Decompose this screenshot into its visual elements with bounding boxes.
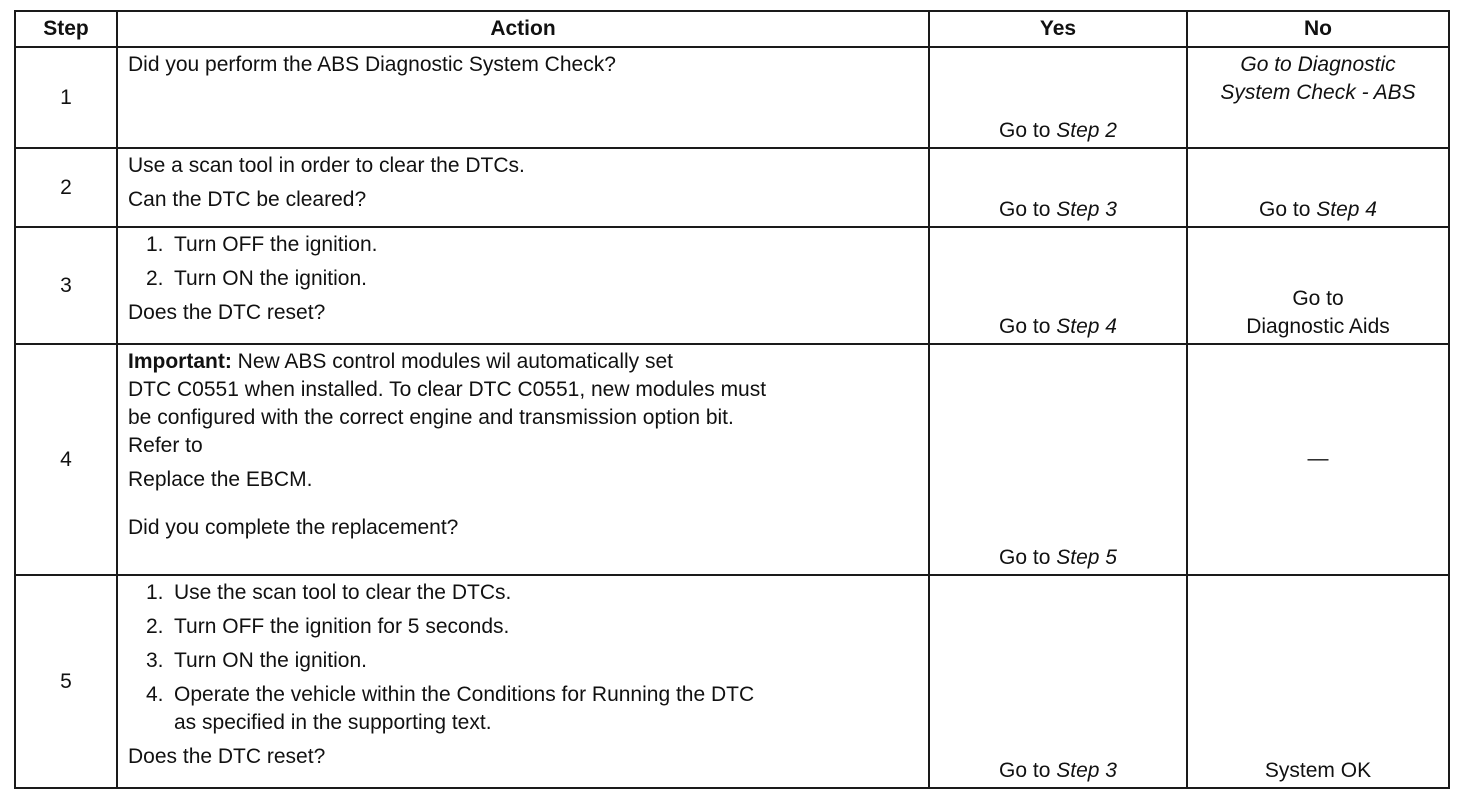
yes-step-link[interactable]: Step 3 (1056, 759, 1117, 782)
yes-step-link[interactable]: Step 4 (1056, 315, 1117, 338)
no-step-link[interactable]: Step 4 (1316, 198, 1377, 221)
table-row: 2 Use a scan tool in order to clear the … (14, 147, 1450, 228)
no-link-line-2[interactable]: System Check - ABS (1220, 81, 1416, 104)
action-list-item-continued: as specified in the supporting text. (174, 711, 492, 734)
no-link-line-1[interactable]: Go to (1292, 287, 1344, 310)
action-list-item: 2.Turn ON the ignition. (146, 267, 367, 290)
step-number: 2 (14, 147, 118, 228)
yes-prefix: Go to (999, 759, 1057, 782)
action-list-item: 1.Turn OFF the ignition. (146, 233, 378, 256)
action-cell: 1.Turn OFF the ignition. 2.Turn ON the i… (116, 226, 930, 345)
important-note: Important: New ABS control modules wil a… (128, 350, 674, 373)
table-row: 1 Did you perform the ABS Diagnostic Sys… (14, 46, 1450, 149)
no-cell: Go to Diagnostic System Check - ABS (1186, 46, 1450, 149)
important-note-line: DTC C0551 when installed. To clear DTC C… (128, 378, 767, 401)
important-label: Important: (128, 350, 232, 373)
no-link-line-2[interactable]: Diagnostic Aids (1246, 315, 1390, 338)
header-action: Action (116, 10, 930, 48)
refer-to-text: Refer to (128, 434, 203, 457)
action-text: Did you perform the ABS Diagnostic Syste… (128, 53, 616, 76)
action-list-item: 4.Operate the vehicle within the Conditi… (146, 683, 755, 706)
no-link-line-1[interactable]: Go to Diagnostic (1240, 53, 1396, 76)
action-question: Does the DTC reset? (128, 301, 326, 324)
action-list-item: 1.Use the scan tool to clear the DTCs. (146, 581, 512, 604)
no-cell: System OK (1186, 574, 1450, 789)
no-result-text: System OK (1264, 759, 1372, 782)
no-cell: Go to Diagnostic Aids (1186, 226, 1450, 345)
step-number: 5 (14, 574, 118, 789)
yes-cell: Go to Step 3 (928, 147, 1188, 228)
diagnostic-table: Step Action Yes No 1 Did you perform the… (14, 10, 1450, 789)
step-number: 4 (14, 343, 118, 576)
action-cell: Important: New ABS control modules wil a… (116, 343, 930, 576)
header-step: Step (14, 10, 118, 48)
important-note-line: be configured with the correct engine an… (128, 406, 734, 429)
yes-step-link[interactable]: Step 5 (1056, 546, 1117, 569)
yes-cell: Go to Step 2 (928, 46, 1188, 149)
action-cell: 1.Use the scan tool to clear the DTCs. 2… (116, 574, 930, 789)
header-yes: Yes (928, 10, 1188, 48)
yes-prefix: Go to (999, 315, 1057, 338)
action-question: Did you complete the replacement? (128, 516, 459, 539)
step-number: 3 (14, 226, 118, 345)
no-cell: — (1186, 343, 1450, 576)
yes-cell: Go to Step 5 (928, 343, 1188, 576)
yes-step-link[interactable]: Step 3 (1056, 198, 1117, 221)
action-text: Replace the EBCM. (128, 468, 313, 491)
table-header-row: Step Action Yes No (14, 10, 1450, 48)
yes-cell: Go to Step 4 (928, 226, 1188, 345)
action-list-item: 3.Turn ON the ignition. (146, 649, 367, 672)
yes-step-link[interactable]: Step 2 (1056, 119, 1117, 142)
action-cell: Did you perform the ABS Diagnostic Syste… (116, 46, 930, 149)
action-list-item: 2.Turn OFF the ignition for 5 seconds. (146, 615, 510, 638)
no-dash: — (1307, 446, 1329, 470)
no-prefix: Go to (1259, 198, 1317, 221)
yes-prefix: Go to (999, 198, 1057, 221)
action-question: Does the DTC reset? (128, 745, 326, 768)
step-number: 1 (14, 46, 118, 149)
table-row: 3 1.Turn OFF the ignition. 2.Turn ON the… (14, 226, 1450, 345)
action-question: Can the DTC be cleared? (128, 188, 367, 211)
action-text: Use a scan tool in order to clear the DT… (128, 154, 525, 177)
yes-prefix: Go to (999, 546, 1057, 569)
no-cell: Go to Step 4 (1186, 147, 1450, 228)
header-no: No (1186, 10, 1450, 48)
table-row: 5 1.Use the scan tool to clear the DTCs.… (14, 574, 1450, 789)
yes-prefix: Go to (999, 119, 1057, 142)
table-row: 4 Important: New ABS control modules wil… (14, 343, 1450, 576)
action-cell: Use a scan tool in order to clear the DT… (116, 147, 930, 228)
yes-cell: Go to Step 3 (928, 574, 1188, 789)
